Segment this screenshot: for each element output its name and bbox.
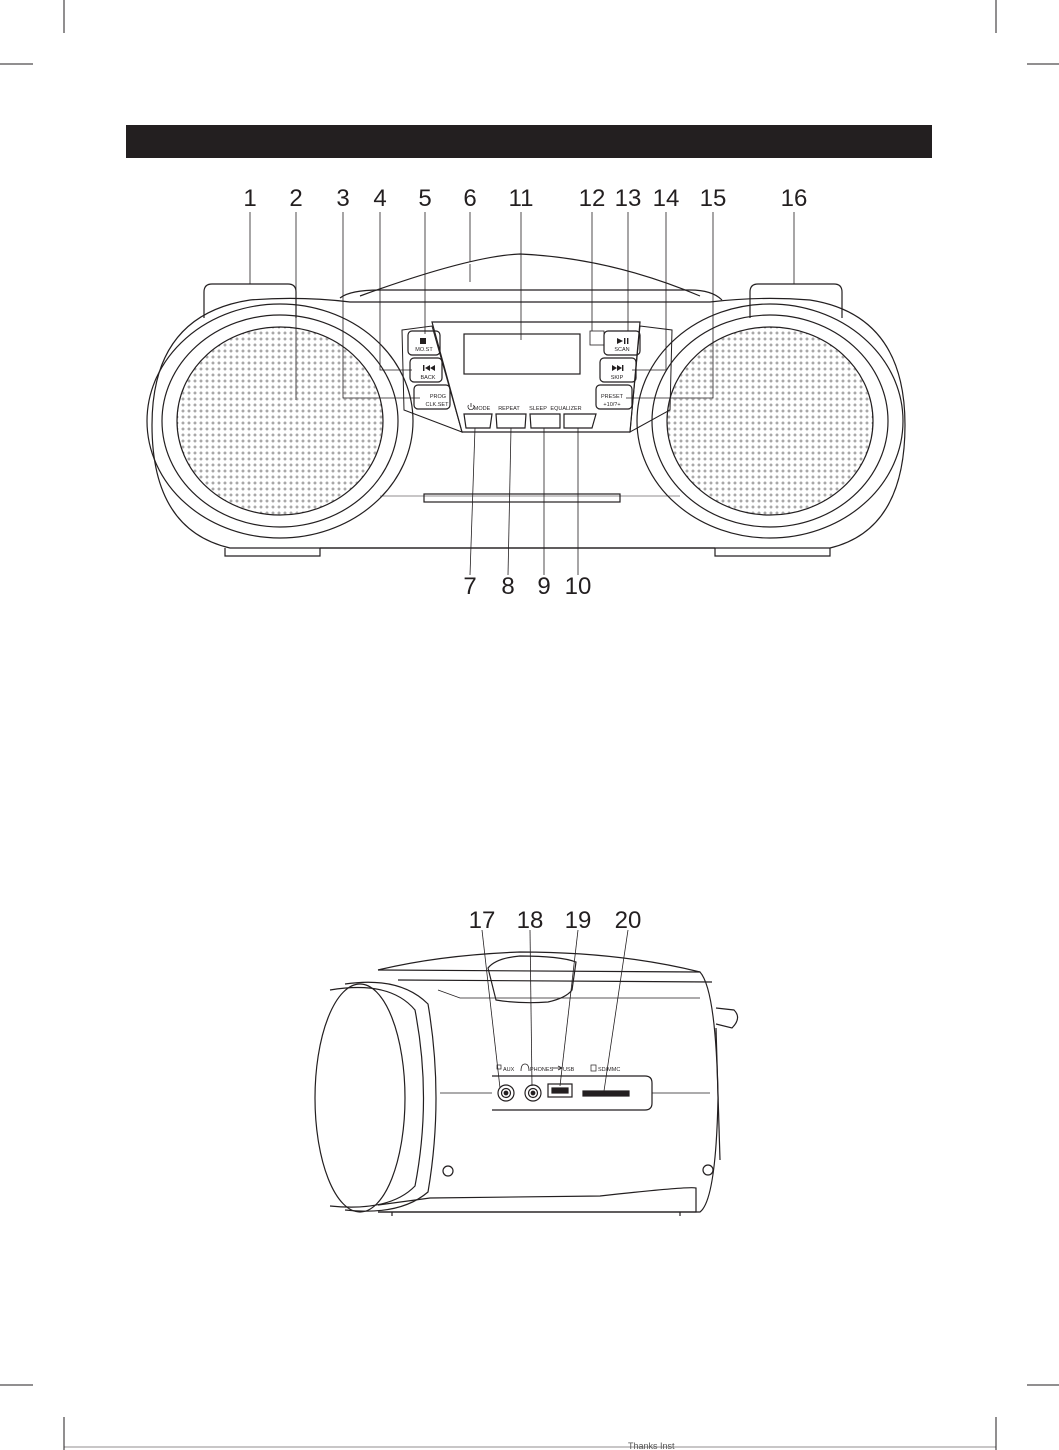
- rear-hook: [716, 1008, 738, 1028]
- sdmmc-label: SD/MMC: [598, 1067, 620, 1073]
- skip-label: SKIP: [611, 375, 624, 381]
- preset-label: PRESET: [601, 394, 624, 400]
- headphones-icon: [521, 1064, 529, 1071]
- right-speaker-grill: [667, 327, 873, 515]
- callout-15: 15: [700, 185, 727, 212]
- callout-7: 7: [463, 573, 476, 600]
- repeat-button: [496, 414, 526, 428]
- callout-12: 12: [579, 185, 606, 212]
- callout-20: 20: [615, 907, 642, 934]
- side-speaker-dome: [315, 984, 405, 1212]
- sd-slot: [583, 1091, 629, 1096]
- clkset-label: CLK.SET: [426, 402, 450, 408]
- callout-3: 3: [336, 185, 349, 212]
- usb-icon: [552, 1066, 562, 1070]
- play-pause-icon: [617, 338, 623, 344]
- play-label: SCAN: [614, 347, 629, 353]
- sleep-button: [530, 414, 560, 428]
- sleep-label: SLEEP: [529, 406, 547, 412]
- stop-label: MO.ST: [415, 347, 433, 353]
- mode-button: [464, 414, 492, 428]
- right-handle: [750, 284, 842, 318]
- callout-14: 14: [653, 185, 680, 212]
- side-screw-right: [703, 1165, 713, 1175]
- callout-17: 17: [469, 907, 496, 934]
- side-handle: [488, 956, 576, 1003]
- phones-label: PHONES: [530, 1067, 554, 1073]
- callout-10: 10: [565, 573, 592, 600]
- callout-9: 9: [537, 573, 550, 600]
- callout-1: 1: [243, 185, 256, 212]
- usb-label: USB: [563, 1067, 575, 1073]
- footer-text: Thanks Inst: [628, 1441, 675, 1450]
- stop-icon: [420, 338, 426, 344]
- callout-16: 16: [781, 185, 808, 212]
- repeat-label: REPEAT: [498, 406, 520, 412]
- back-label: BACK: [421, 375, 436, 381]
- sd-card-icon: [591, 1065, 596, 1071]
- cd-lid: [340, 290, 722, 300]
- lcd-display: [464, 334, 580, 374]
- side-screw-left: [443, 1166, 453, 1176]
- preset2-label: +10/?+: [603, 402, 620, 408]
- callout-5: 5: [418, 185, 431, 212]
- left-handle: [204, 284, 296, 318]
- callout-8: 8: [501, 573, 514, 600]
- next-icon: [612, 365, 622, 371]
- left-speaker-grill: [177, 327, 383, 515]
- callout-2: 2: [289, 185, 302, 212]
- callout-4: 4: [373, 185, 386, 212]
- prog-label: PROG: [430, 394, 446, 400]
- callout-6: 6: [463, 185, 476, 212]
- aux-label: AUX: [503, 1067, 515, 1073]
- front-view-drawing: [147, 254, 905, 556]
- callout-19: 19: [565, 907, 592, 934]
- control-panel: [432, 322, 640, 432]
- previous-icon: [424, 365, 435, 371]
- mode-label: MODE: [474, 406, 491, 412]
- remote-sensor: [590, 331, 604, 345]
- side-view-drawing: [315, 952, 738, 1216]
- equalizer-label: EQUALIZER: [550, 406, 581, 412]
- callout-18: 18: [517, 907, 544, 934]
- front-slot: [424, 494, 620, 502]
- callout-11: 11: [509, 185, 534, 212]
- equalizer-button: [564, 414, 596, 428]
- callout-13: 13: [615, 185, 642, 212]
